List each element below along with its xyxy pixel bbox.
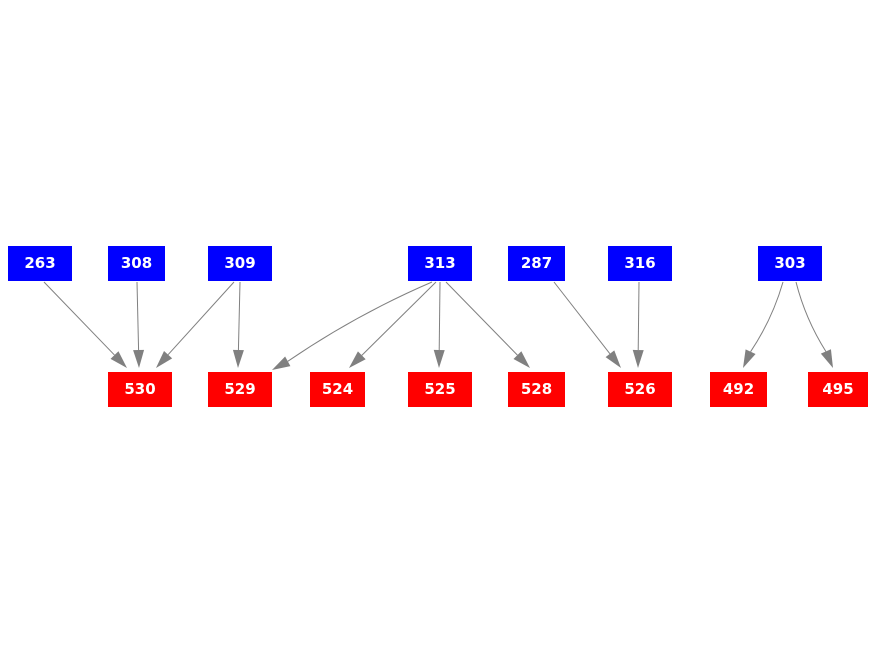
edge-line xyxy=(445,281,518,356)
edge-line xyxy=(750,281,784,352)
edge-line xyxy=(237,281,241,351)
edge-line xyxy=(167,281,235,356)
node-label: 528 xyxy=(520,380,553,398)
node-label: 308 xyxy=(120,254,153,272)
node-label: 492 xyxy=(722,380,755,398)
arrowhead-icon xyxy=(156,350,173,368)
edge-line xyxy=(43,281,115,356)
edge-309-to-529 xyxy=(232,281,244,368)
edge-313-to-528 xyxy=(445,281,530,368)
node-label: 529 xyxy=(224,380,256,398)
source-node-287[interactable]: 287 xyxy=(508,246,565,281)
arrowhead-icon xyxy=(349,351,366,368)
source-node-263[interactable]: 263 xyxy=(8,246,72,281)
arrowhead-icon xyxy=(272,356,291,370)
arrowhead-icon xyxy=(433,349,445,368)
target-node-495[interactable]: 495 xyxy=(808,372,868,407)
edge-line xyxy=(361,281,437,356)
edge-line xyxy=(553,281,611,355)
source-node-308[interactable]: 308 xyxy=(108,246,165,281)
target-node-492[interactable]: 492 xyxy=(710,372,767,407)
edge-313-to-524 xyxy=(349,281,437,368)
arrowhead-icon xyxy=(232,349,244,368)
node-label: 530 xyxy=(124,380,156,398)
node-label: 316 xyxy=(624,254,656,272)
target-node-525[interactable]: 525 xyxy=(408,372,472,407)
node-label: 287 xyxy=(520,254,553,272)
arrowhead-icon xyxy=(743,349,756,368)
arrowhead-icon xyxy=(820,349,833,368)
edge-287-to-526 xyxy=(553,281,621,368)
edge-313-to-525 xyxy=(433,281,445,368)
target-node-526[interactable]: 526 xyxy=(608,372,672,407)
target-node-530[interactable]: 530 xyxy=(108,372,172,407)
edge-line xyxy=(795,281,827,352)
node-label: 313 xyxy=(424,254,456,272)
edge-line xyxy=(438,281,441,351)
edge-line xyxy=(637,281,640,351)
node-label: 303 xyxy=(774,254,806,272)
target-node-529[interactable]: 529 xyxy=(208,372,272,407)
arrowhead-icon xyxy=(632,349,644,368)
target-node-528[interactable]: 528 xyxy=(508,372,565,407)
node-label: 526 xyxy=(624,380,656,398)
arrowhead-icon xyxy=(513,351,530,368)
edge-263-to-530 xyxy=(43,281,127,368)
node-label: 263 xyxy=(24,254,56,272)
edge-303-to-495 xyxy=(795,281,833,368)
node-label: 495 xyxy=(822,380,854,398)
edge-313-to-529 xyxy=(272,281,433,370)
arrowhead-icon xyxy=(133,349,145,368)
edge-303-to-492 xyxy=(743,281,784,368)
node-label: 525 xyxy=(424,380,456,398)
source-node-313[interactable]: 313 xyxy=(408,246,472,281)
arrowhead-icon xyxy=(110,351,127,368)
edge-316-to-526 xyxy=(632,281,644,368)
edge-line xyxy=(136,281,140,351)
edge-309-to-530 xyxy=(156,281,235,368)
arrowhead-icon xyxy=(605,350,621,368)
edge-308-to-530 xyxy=(133,281,145,368)
source-node-303[interactable]: 303 xyxy=(758,246,822,281)
node-label: 309 xyxy=(224,254,256,272)
source-node-309[interactable]: 309 xyxy=(208,246,272,281)
node-label: 524 xyxy=(321,380,354,398)
source-node-316[interactable]: 316 xyxy=(608,246,672,281)
edge-line xyxy=(287,281,433,362)
target-node-524[interactable]: 524 xyxy=(310,372,365,407)
